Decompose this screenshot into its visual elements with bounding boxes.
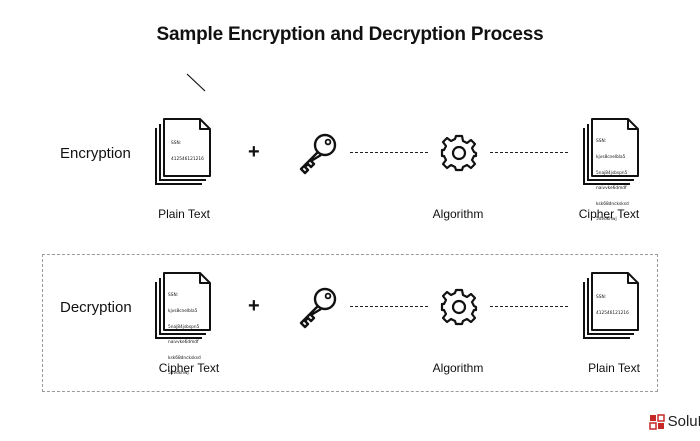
dashed-connector	[350, 306, 428, 307]
diagram-title: Sample Encryption and Decryption Process	[156, 24, 544, 45]
caption-cipher-text: Cipher Text	[578, 207, 640, 221]
doc-line: 5dvdkhwj	[168, 371, 189, 377]
doc-line: kjvs8cnelbla5	[596, 155, 626, 161]
document-content: SSN: kjvs8cnelbla5 5naj84jsbspn5 naivvke…	[596, 129, 629, 233]
doc-line: ksk68dncksksd	[168, 355, 201, 361]
doc-line: 5naj84jsbspn5	[596, 170, 628, 176]
dashed-connector	[350, 152, 428, 153]
doc-line: 5dvdkhwj	[596, 217, 617, 223]
plain-text-document-icon: SSN: 412546121216	[152, 118, 214, 190]
doc-line: 412546121216	[596, 311, 629, 317]
key-icon	[299, 133, 337, 175]
doc-line: naivvke6dmdf	[168, 340, 199, 346]
doc-line: SSN:	[596, 139, 607, 145]
decorative-line	[186, 73, 206, 92]
document-content: SSN: 412546121216	[171, 131, 204, 173]
caption-plain-text: Plain Text	[158, 207, 210, 221]
document-stack-icon	[155, 272, 211, 339]
document-stack-icon	[155, 118, 211, 185]
document-stack-icon	[583, 272, 639, 339]
gear-icon	[440, 134, 478, 172]
brand-name: SoluL	[667, 413, 700, 430]
dashed-connector	[490, 306, 568, 307]
encryption-label: Encryption	[60, 145, 131, 162]
doc-line: SSN:	[171, 141, 182, 147]
doc-line: 5naj84jsbspn5	[168, 324, 200, 330]
cipher-text-document-icon: SSN: kjvs8cnelbla5 5naj84jsbspn5 naivvke…	[152, 272, 214, 376]
document-stack-icon	[583, 118, 639, 185]
doc-line: kjvs8cnelbla5	[168, 309, 198, 315]
decryption-label: Decryption	[60, 299, 132, 316]
doc-line: SSN:	[596, 295, 607, 301]
cipher-text-document-icon: SSN: kjvs8cnelbla5 5naj84jsbspn5 naivvke…	[580, 118, 642, 222]
caption-cipher-text: Cipher Text	[158, 361, 220, 375]
dashed-connector	[490, 152, 568, 153]
key-icon	[299, 287, 337, 329]
caption-plain-text: Plain Text	[588, 361, 640, 375]
brand-logo-icon	[648, 413, 665, 430]
caption-algorithm: Algorithm	[432, 361, 484, 375]
doc-line: SSN:	[168, 293, 179, 299]
document-content: SSN: kjvs8cnelbla5 5naj84jsbspn5 naivvke…	[168, 283, 201, 387]
doc-line: ksk68dncksksd	[596, 201, 629, 207]
plus-sign: +	[248, 295, 260, 317]
plus-sign: +	[248, 141, 260, 163]
gear-icon	[440, 288, 478, 326]
caption-algorithm: Algorithm	[432, 207, 484, 221]
brand-watermark: SoluL	[648, 413, 700, 430]
decryption-section-box	[42, 254, 658, 392]
doc-line: 412546121216	[171, 157, 204, 163]
document-content: SSN: 412546121216	[596, 285, 629, 327]
plain-text-document-icon: SSN: 412546121216	[580, 272, 642, 344]
doc-line: naivvke6dmdf	[596, 186, 627, 192]
